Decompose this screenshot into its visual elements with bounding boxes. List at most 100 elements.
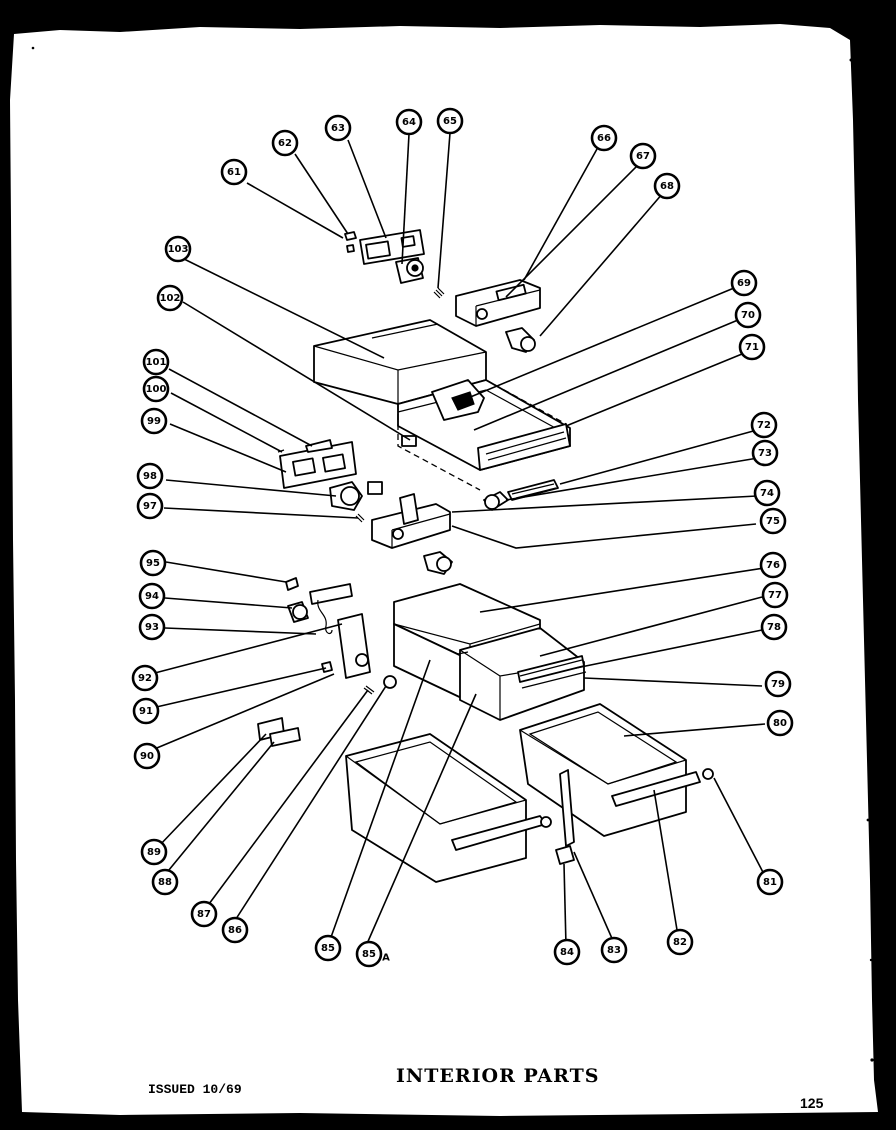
callout-89: 89: [140, 838, 168, 866]
callout-label: 72: [757, 420, 771, 431]
callout-circle: [753, 479, 781, 507]
callout-75: 75: [759, 507, 787, 535]
callout-circle: [436, 107, 464, 135]
callout-97: 97: [136, 492, 164, 520]
callout-63: 63: [324, 114, 352, 142]
callout-100: 100: [142, 375, 170, 403]
callout-67: 67: [629, 142, 657, 170]
callout-90: 90: [133, 742, 161, 770]
callout-circle: [730, 269, 758, 297]
callout-circle: [600, 936, 628, 964]
callout-label: 74: [760, 488, 774, 499]
callout-93: 93: [138, 613, 166, 641]
issued-date: ISSUED 10/69: [148, 1082, 242, 1097]
callout-83: 83: [600, 936, 628, 964]
callout-label: 94: [145, 591, 159, 602]
callout-circle: [324, 114, 352, 142]
callout-circle: [133, 742, 161, 770]
callout-label: 62: [278, 138, 292, 149]
callout-77: 77: [761, 581, 789, 609]
callout-circle: [750, 411, 778, 439]
callout-circle: [142, 348, 170, 376]
callout-label: 99: [147, 416, 161, 427]
callout-label: 101: [146, 357, 167, 368]
callout-76: 76: [759, 551, 787, 579]
callout-label: 70: [741, 310, 755, 321]
callout-circle: [553, 938, 581, 966]
callout-78: 78: [760, 613, 788, 641]
callout-label: 103: [168, 244, 189, 255]
callout-circle: [140, 838, 168, 866]
callout-circle: [139, 549, 167, 577]
callout-label: 86: [228, 925, 242, 936]
callout-label: 78: [767, 622, 781, 633]
callout-label: 66: [597, 133, 611, 144]
callout-92: 92: [131, 664, 159, 692]
callout-label: 93: [145, 622, 159, 633]
callout-72: 72: [750, 411, 778, 439]
callout-label: 90: [140, 751, 154, 762]
callout-label: 61: [227, 167, 241, 178]
callout-62: 62: [271, 129, 299, 157]
callout-label: 63: [331, 123, 345, 134]
paper-speckles: [31, 46, 874, 1062]
callout-91: 91: [132, 697, 160, 725]
callout-label: 76: [766, 560, 780, 571]
callout-circle: [156, 284, 184, 312]
callout-circle: [395, 108, 423, 136]
callout-circle: [666, 928, 694, 956]
callout-69: 69: [730, 269, 758, 297]
callout-99: 99: [140, 407, 168, 435]
callout-80: 80: [766, 709, 794, 737]
callout-label: 102: [160, 293, 181, 304]
callout-98: 98: [136, 462, 164, 490]
callout-label: 68: [660, 181, 674, 192]
callout-circle: [590, 124, 618, 152]
callout-label: 75: [766, 516, 780, 527]
callout-circle: [142, 375, 170, 403]
callout-circle: [355, 940, 383, 968]
callout-86: 86: [221, 916, 249, 944]
callout-85: 85: [314, 934, 342, 962]
callout-circle: [759, 551, 787, 579]
callout-label: 81: [763, 877, 777, 888]
callout-64: 64: [395, 108, 423, 136]
callout-circle: [764, 670, 792, 698]
callout-95: 95: [139, 549, 167, 577]
callout-circle: [629, 142, 657, 170]
callout-circle: [734, 301, 762, 329]
callout-84: 84: [553, 938, 581, 966]
callout-102: 102: [156, 284, 184, 312]
callout-circle: [761, 581, 789, 609]
callout-68: 68: [653, 172, 681, 200]
callout-circle: [653, 172, 681, 200]
callout-circle: [136, 462, 164, 490]
callout-circle: [151, 868, 179, 896]
callout-circle: [271, 129, 299, 157]
callout-101: 101: [142, 348, 170, 376]
callout-circle: [138, 582, 166, 610]
callout-circle: [164, 235, 192, 263]
callout-label: 91: [139, 706, 153, 717]
callout-label: 67: [636, 151, 650, 162]
callout-label: 83: [607, 945, 621, 956]
callout-70: 70: [734, 301, 762, 329]
callout-label: 100: [146, 384, 167, 395]
callout-label: 97: [143, 501, 157, 512]
callout-circle: [314, 934, 342, 962]
callout-65: 65: [436, 107, 464, 135]
callout-82: 82: [666, 928, 694, 956]
callout-label: 73: [758, 448, 772, 459]
callout-87: 87: [190, 900, 218, 928]
callout-74: 74: [753, 479, 781, 507]
callout-label: 88: [158, 877, 172, 888]
callout-88: 88: [151, 868, 179, 896]
callout-label: 92: [138, 673, 152, 684]
callout-suffix: A: [382, 953, 390, 964]
callout-circle: [756, 868, 784, 896]
callout-label: 82: [673, 937, 687, 948]
callout-label: 77: [768, 590, 782, 601]
callout-circle: [190, 900, 218, 928]
